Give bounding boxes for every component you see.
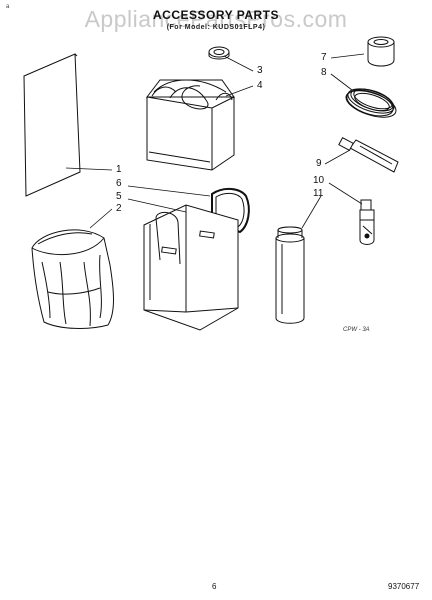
callout-6: 6 — [116, 178, 122, 189]
leader-lines — [65, 53, 365, 229]
part-tape-roll — [367, 36, 395, 67]
part-bag-holder — [143, 204, 239, 331]
callout-9: 9 — [316, 158, 322, 169]
corner-mark: a — [6, 4, 10, 10]
watermark-text: AppliancePartsPros.com — [84, 6, 348, 32]
part-sheet — [23, 53, 81, 197]
part-bag-liner — [31, 229, 114, 329]
callout-2: 2 — [116, 203, 122, 214]
part-box-with-bag — [145, 79, 235, 171]
page-number: 6 — [212, 582, 217, 591]
callout-1: 1 — [116, 164, 122, 175]
callout-10: 10 — [313, 175, 325, 186]
part-ring — [208, 46, 230, 60]
page-subtitle: (For Model: KUDS01FLP4) — [166, 24, 266, 31]
callout-4: 4 — [257, 80, 263, 91]
callout-3: 3 — [257, 65, 263, 76]
callout-7: 7 — [321, 52, 327, 63]
part-coiled-cord — [345, 88, 397, 118]
page-title: ACCESSORY PARTS — [153, 8, 279, 22]
callout-8: 8 — [321, 67, 327, 78]
document-number: 9370677 — [388, 582, 420, 591]
callout-11: 11 — [313, 188, 324, 199]
part-tube — [338, 136, 399, 173]
part-aerosol-can — [275, 226, 305, 324]
diagram-code: CPW - 3A — [343, 327, 370, 333]
callout-5: 5 — [116, 191, 122, 202]
part-vial — [359, 199, 375, 245]
